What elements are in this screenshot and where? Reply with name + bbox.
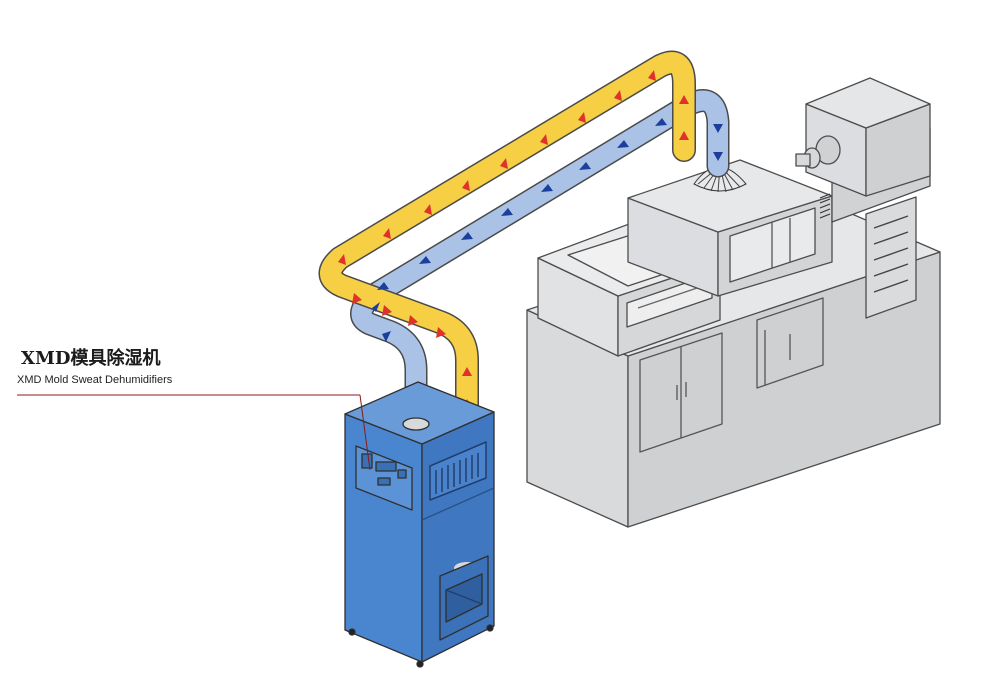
product-label: XMD模具除湿机 XMD Mold Sweat Dehumidifiers (17, 344, 397, 404)
mold-air-nozzle-icon (693, 165, 747, 193)
dehumidifier-vent-grille (429, 441, 487, 501)
supply-air-duct (318, 50, 696, 574)
hopper-block-top (805, 77, 931, 129)
side-vent-slots (873, 215, 909, 293)
product-title-en: XMD Mold Sweat Dehumidifiers (17, 374, 173, 386)
control-panel-vent (819, 193, 831, 219)
side-vent-panel (865, 196, 917, 319)
machine-lower-doors (639, 297, 824, 453)
return-air-duct (350, 89, 730, 432)
callout-leader (17, 394, 371, 471)
product-title-cn: XMD模具除湿机 (21, 348, 161, 369)
dehumidifier-top (344, 381, 495, 445)
dehumidifier-unit (344, 381, 495, 668)
injection-molding-machine (526, 77, 941, 528)
